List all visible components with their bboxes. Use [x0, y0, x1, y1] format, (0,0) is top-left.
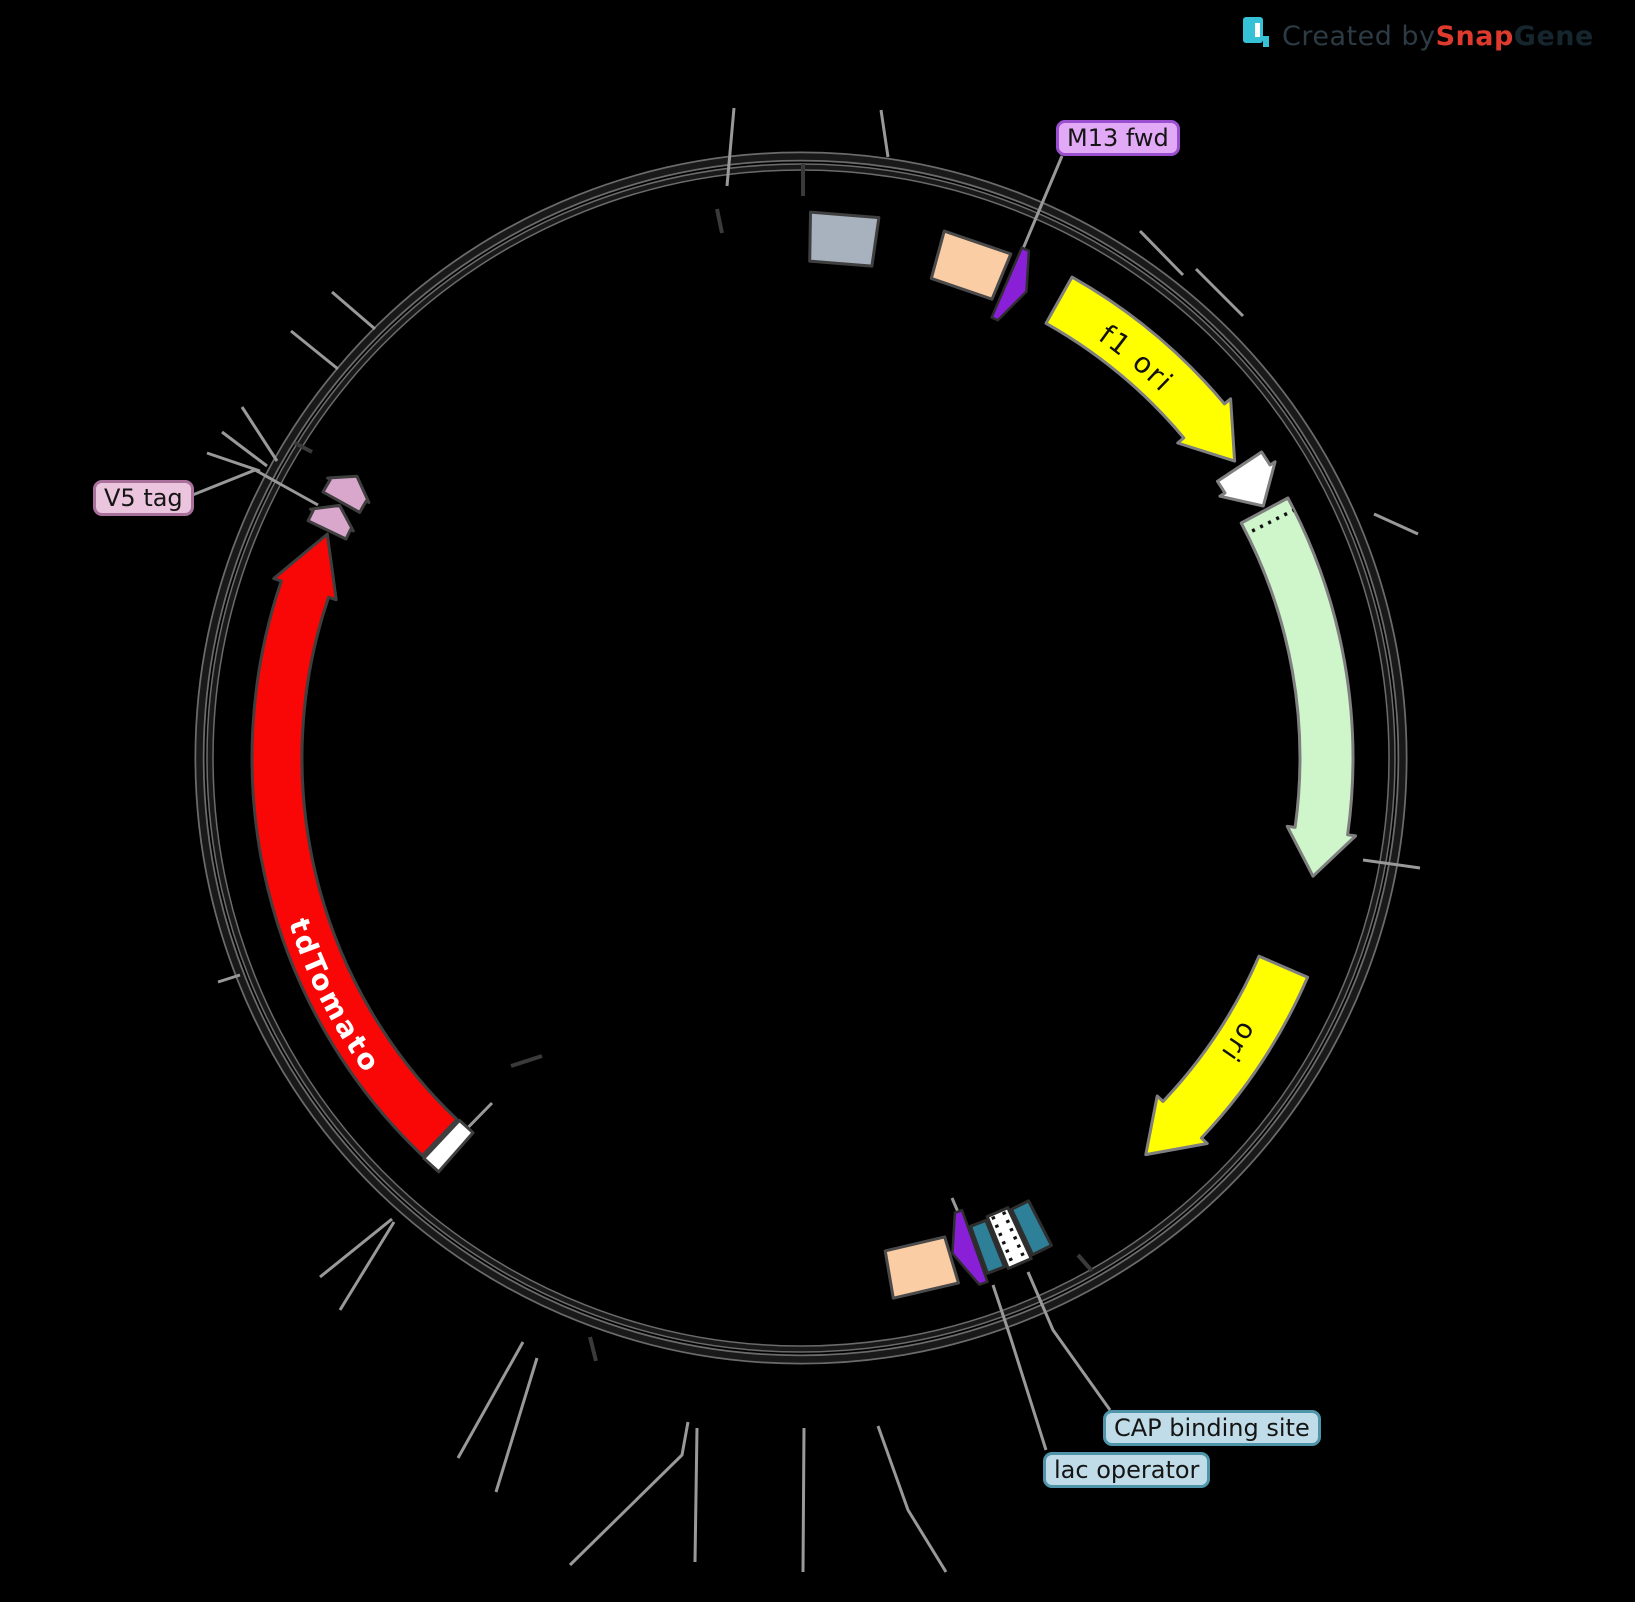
logo-created-by-text: Created by	[1282, 21, 1436, 52]
feature-lac-operator-dotted-box[interactable]	[985, 1206, 1033, 1270]
logo-gene-text: Gene	[1513, 21, 1594, 52]
tick-leader-line	[801, 1427, 806, 1573]
tick-leader-line	[338, 1221, 396, 1311]
feature-ori-arrow[interactable]	[1144, 954, 1310, 1157]
snapgene-icon	[1242, 14, 1270, 59]
tick-leader-line	[725, 107, 736, 187]
feature-label-cap-binding-site[interactable]: CAP binding site	[1103, 1410, 1321, 1446]
feature-orange-box-bottom[interactable]	[883, 1235, 960, 1300]
outer-backbone-ring-halo	[194, 151, 1408, 1365]
feature-white-start-box[interactable]	[422, 1118, 475, 1174]
tick-leader-line	[206, 451, 261, 473]
tick-leader-line	[456, 1341, 525, 1459]
tick-leader-line	[879, 109, 890, 158]
outer-backbone-ring	[196, 153, 1406, 1363]
feature-f1-ori-arrow[interactable]	[1044, 275, 1237, 463]
dark-tick	[294, 441, 313, 454]
tick-leader-line	[693, 1427, 699, 1563]
dark-tick	[510, 1054, 543, 1068]
feature-gray-box[interactable]	[808, 210, 881, 268]
feature-m13-rev-primer-arrow[interactable]	[951, 1208, 989, 1286]
leader-line	[568, 1421, 690, 1567]
feature-teal-box-right[interactable]	[1010, 1199, 1053, 1257]
dotted-boundary-mark	[1251, 508, 1295, 533]
feature-label-v5-tag[interactable]: V5 tag	[93, 480, 194, 516]
tick-leader-line	[1194, 267, 1245, 318]
leader-line	[876, 1425, 948, 1573]
feature-tdtomato-arrow[interactable]	[250, 532, 459, 1158]
feature-pale-green-arc-arrow[interactable]	[1239, 496, 1358, 878]
dark-tick	[588, 1336, 598, 1362]
tick-leader-line	[1138, 229, 1185, 277]
leader-line	[991, 1284, 1048, 1451]
feature-v5-tag-arrow-1[interactable]	[306, 503, 355, 541]
feature-white-small-arrow[interactable]	[1216, 450, 1277, 508]
feature-label-m13-fwd[interactable]: M13 fwd	[1056, 120, 1180, 156]
tick-leader-line	[1373, 512, 1419, 536]
feature-v5-tag-arrow-2[interactable]	[321, 474, 371, 514]
inner-backbone-ring	[207, 164, 1395, 1352]
tick-leader-line	[240, 406, 279, 462]
leader-line	[1026, 1271, 1112, 1411]
tick-leader-line	[319, 1217, 393, 1279]
tick-leader-line	[1362, 858, 1421, 870]
snapgene-logo: Created by Snap Gene	[1242, 14, 1594, 59]
feature-teal-box-left[interactable]	[969, 1218, 1006, 1275]
feature-orange-box-top[interactable]	[929, 229, 1013, 301]
inner-backbone-ring-halo	[206, 163, 1396, 1353]
logo-snap-text: Snap	[1435, 21, 1514, 52]
tick-leader-line	[494, 1357, 539, 1493]
tick-leader-line	[290, 329, 339, 371]
tick-leader-line	[217, 973, 241, 984]
feature-label-lac-operator[interactable]: lac operator	[1043, 1452, 1211, 1488]
leader-line	[189, 468, 319, 507]
tick-leader-line	[331, 290, 376, 331]
dark-tick	[715, 208, 724, 234]
tick-leader-line	[221, 430, 268, 468]
feature-m13-fwd-primer-arrow[interactable]	[990, 246, 1031, 322]
dark-tick	[1076, 1253, 1094, 1273]
